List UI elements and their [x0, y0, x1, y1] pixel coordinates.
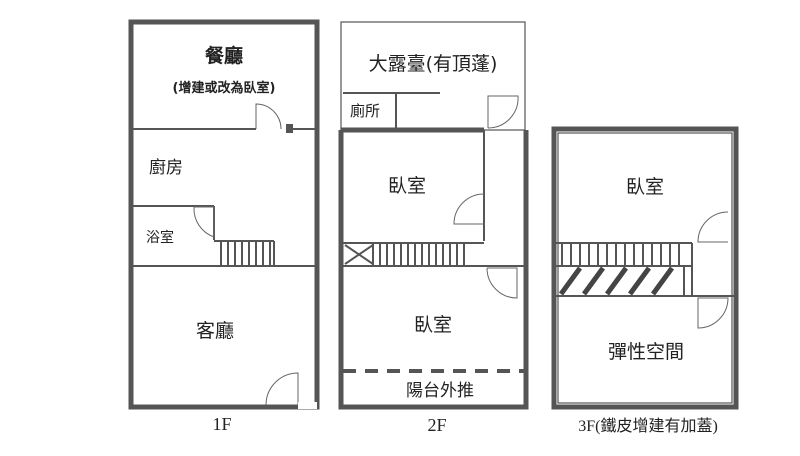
room-balcony-label: 陽台外推: [406, 381, 474, 401]
room-kitchen-label: 廚房: [149, 157, 183, 178]
door-jamb: [286, 124, 293, 133]
floor-3f: 臥室 彈性空間 3F(鐵皮增建有加蓋): [551, 126, 739, 435]
door-dining-icon: [255, 103, 282, 130]
room-bath-label: 浴室: [146, 229, 174, 246]
door-3f-bedroom-icon: [697, 211, 729, 243]
floor-3f-outline: [551, 126, 739, 410]
stairs-3f: [554, 242, 736, 297]
stairs-1f: [214, 240, 275, 266]
floor-1f: 餐廳 (增建或改為臥室) 廚房 浴室 客廳 1F: [128, 19, 320, 434]
room-flex-label: 彈性空間: [608, 341, 684, 363]
floor-3f-inner-outline: [557, 132, 733, 404]
door-3f-flex-icon: [697, 297, 729, 329]
room-bedroom-b-label: 臥室: [414, 314, 452, 336]
room-3f-bedroom-label: 臥室: [626, 176, 664, 198]
floor-1f-outline: [128, 19, 320, 410]
room-terrace-label: 大露臺(有頂蓬): [369, 53, 498, 75]
room-toilet-label: 廁所: [350, 102, 380, 120]
floor-1f-caption: 1F: [212, 414, 231, 434]
room-bedroom-a-label: 臥室: [388, 175, 426, 197]
door-bath-icon: [193, 206, 215, 238]
door-bedroom-a-icon: [453, 193, 485, 225]
floor-2f-outline: [338, 127, 529, 410]
room-dining-note: (增建或改為臥室): [173, 80, 276, 96]
room-living-label: 客廳: [196, 320, 234, 342]
door-entry-gap: [298, 402, 317, 409]
floor-2f: 大露臺(有頂蓬) 廁所 臥室 臥室 陽台外推 2F: [338, 21, 529, 435]
door-entry-icon: [265, 372, 299, 406]
room-dining-label: 餐廳: [205, 44, 243, 67]
door-terrace-icon: [487, 95, 519, 129]
stairs-2f: [341, 242, 526, 267]
door-bedroom-b-icon: [486, 267, 518, 299]
floor-3f-caption: 3F(鐵皮增建有加蓋): [578, 416, 718, 435]
floor-2f-caption: 2F: [427, 415, 446, 435]
